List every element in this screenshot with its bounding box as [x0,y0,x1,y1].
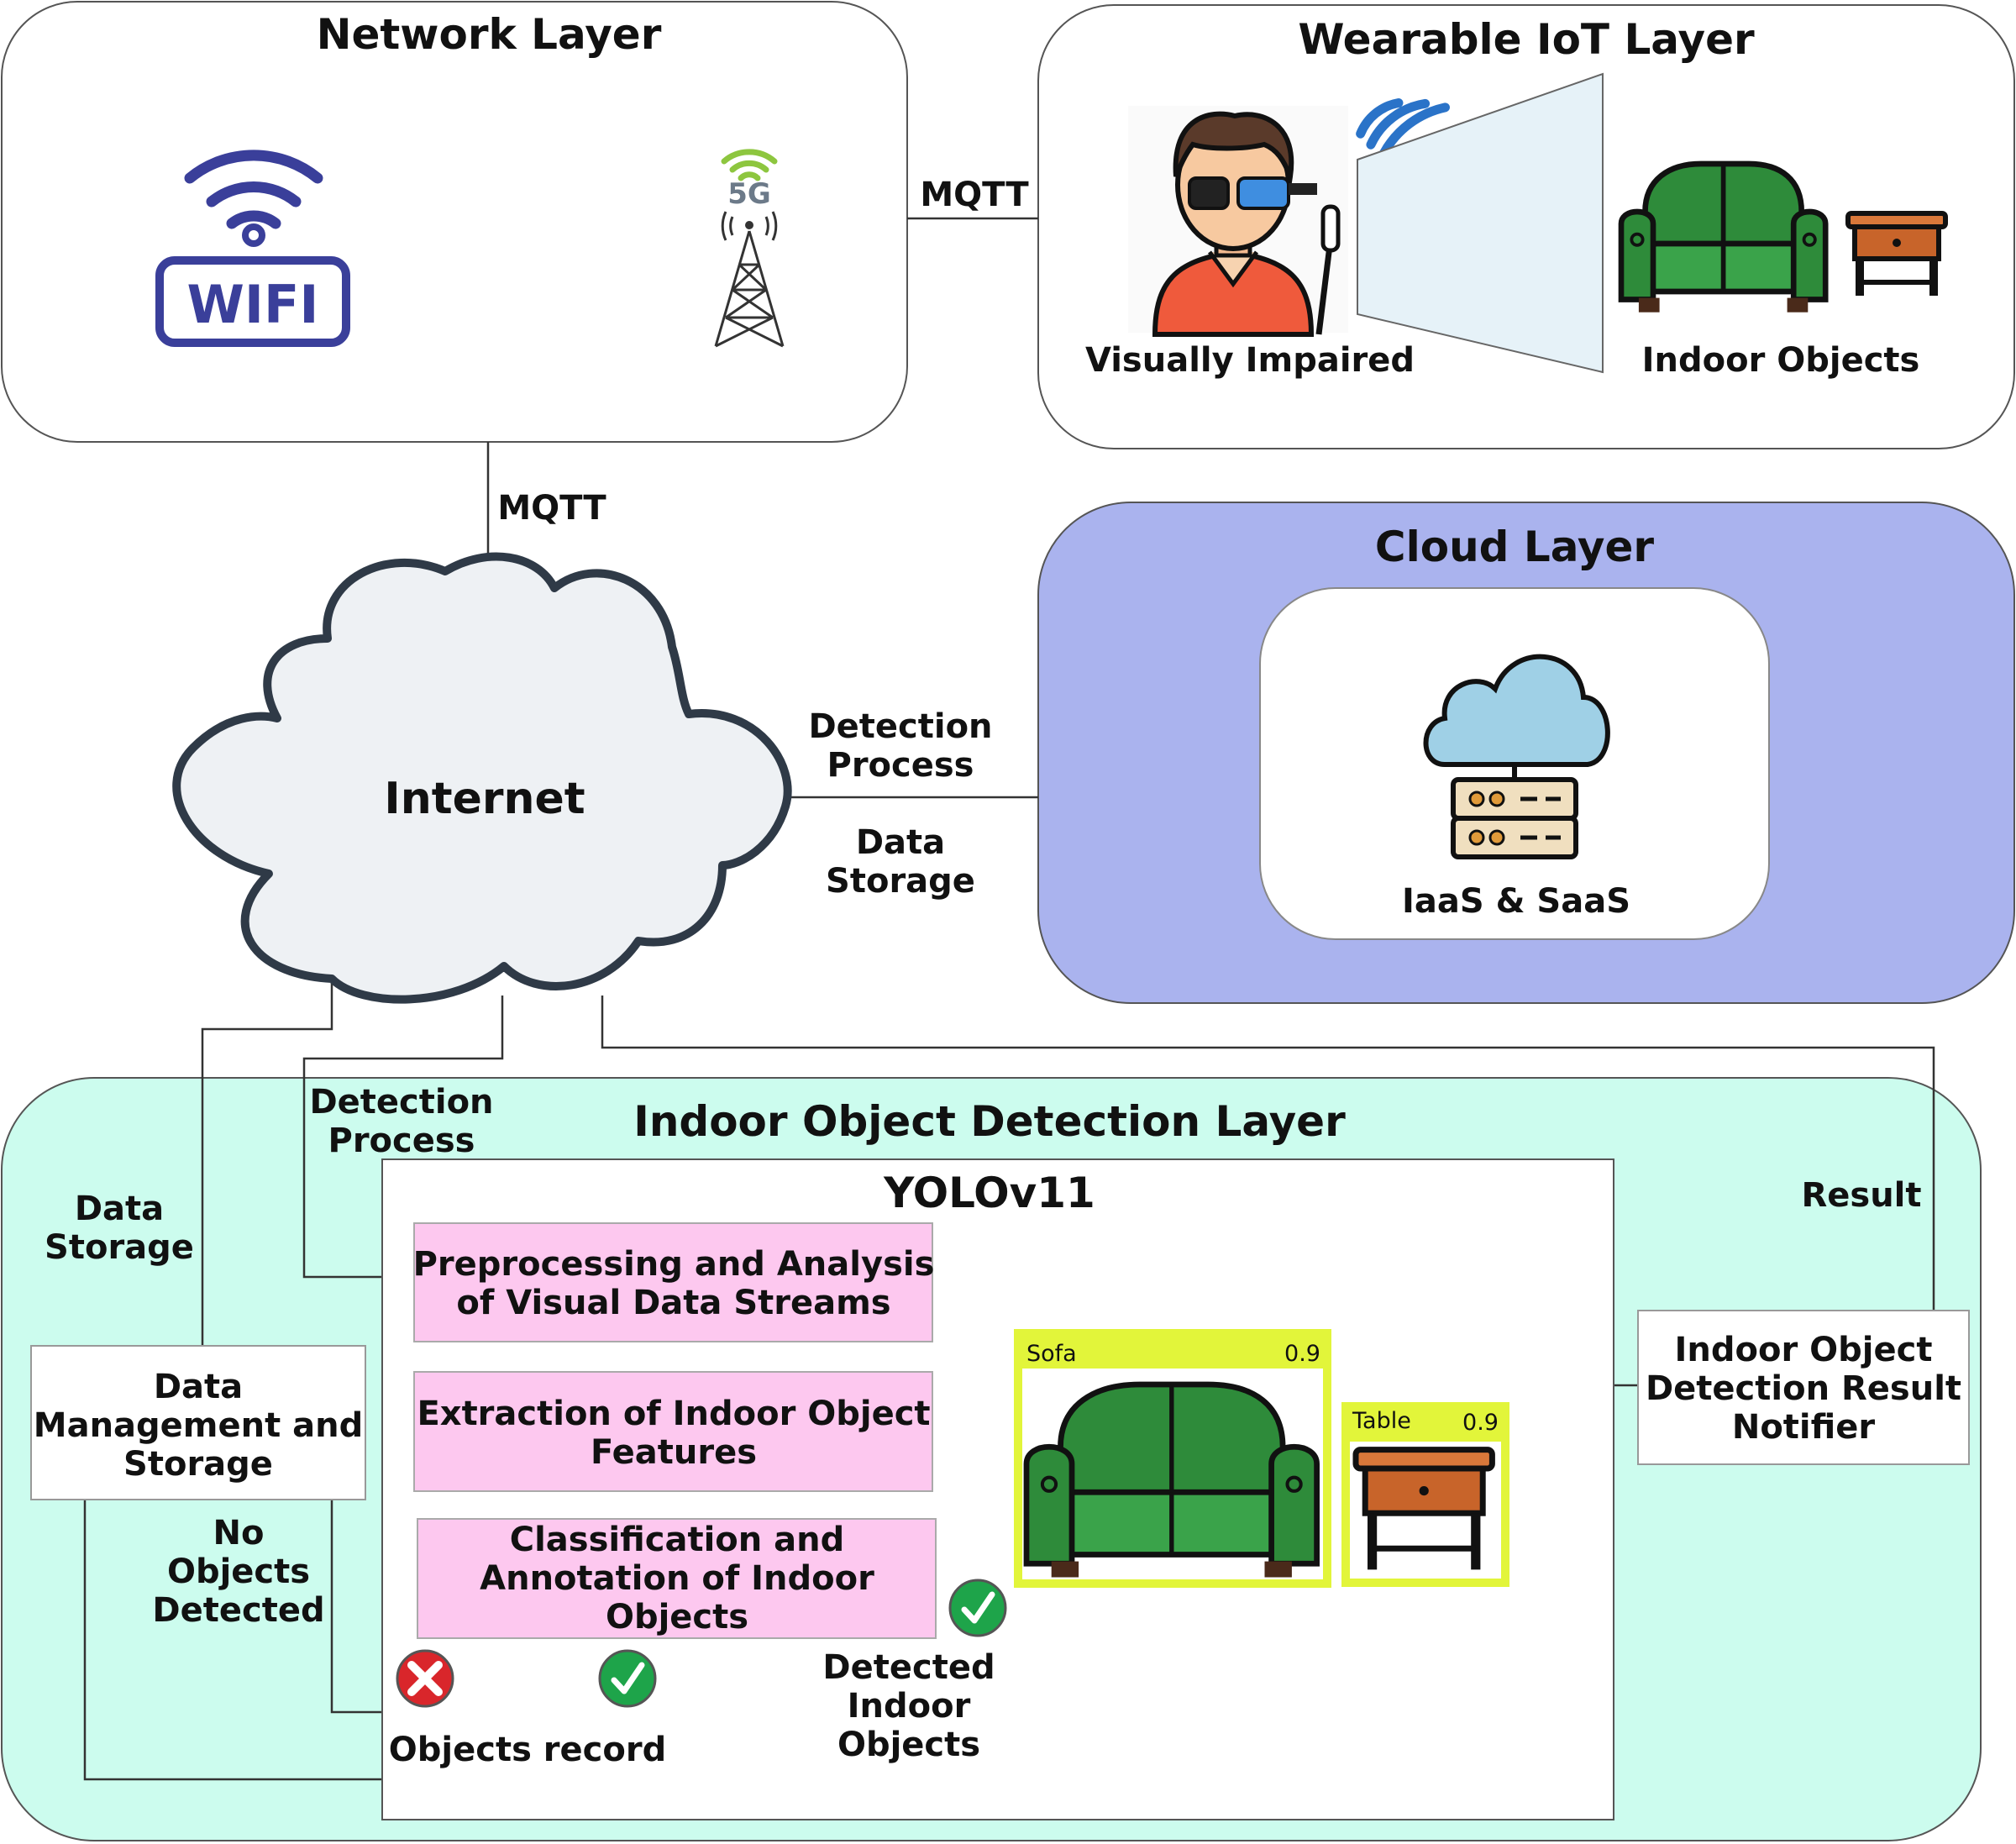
network-layer-panel [1,1,908,443]
detection-layer-title: Indoor Object Detection Layer [633,1097,1346,1146]
detection-process-label-bottom-1: Detection [309,1083,493,1122]
cloud-layer-title: Cloud Layer [1375,523,1655,571]
sofa-detection-score: 0.9 [1284,1341,1320,1367]
no-objects-line3: Detected [152,1591,324,1630]
detection-process-label-top-2: Process [827,746,974,785]
step-classification-box [417,1518,937,1639]
visually-impaired-label: Visually Impaired [1085,341,1415,380]
objects-record-label: Objects record [389,1731,666,1769]
notifier-line1: Indoor Object [1675,1331,1933,1369]
table-icon [1845,211,1948,296]
sofa-icon [1618,160,1829,313]
data-storage-label-top-1: Data [856,823,945,862]
step-extraction-box [413,1371,933,1492]
data-storage-label-bottom-2: Storage [45,1228,194,1267]
step-preprocessing-line1: Preprocessing and Analysis [413,1245,935,1284]
internet-cloud-shape [172,552,792,1004]
step-extraction-line2: Features [591,1433,757,1472]
indoor-objects-label: Indoor Objects [1642,341,1920,380]
fiveg-label: 5G [727,177,771,211]
table-detection-label: Table [1352,1408,1411,1434]
data-management-line3: Storage [123,1445,273,1484]
data-management-line1: Data [154,1368,243,1406]
table-detection-score: 0.9 [1462,1410,1499,1436]
mqtt-label-top: MQTT [920,176,1029,214]
cloud-server-icon [1423,654,1610,859]
cell-tower-5g-icon: 5G [714,149,785,348]
wearable-layer-title: Wearable IoT Layer [1298,15,1755,64]
check-icon-detected [948,1579,1007,1637]
wifi-icon: WIFI [155,150,350,347]
table-detected-icon [1352,1447,1495,1570]
sofa-detection-box: Sofa 0.9 [1014,1329,1331,1588]
field-of-view-beam [1357,72,1604,374]
mqtt-label-left: MQTT [497,489,606,528]
detection-process-label-top-1: Detection [808,707,992,746]
step-classification-line1: Classification and [510,1521,845,1559]
detected-objects-line1: Detected [822,1648,995,1687]
data-management-line2: Management and [34,1406,363,1445]
step-classification-line2: Annotation of Indoor [480,1559,874,1598]
sofa-detected-icon [1023,1381,1320,1578]
detected-objects-line3: Objects [837,1726,980,1764]
no-objects-line2: Objects [167,1552,310,1591]
detection-process-label-bottom-2: Process [328,1122,475,1160]
network-layer-title: Network Layer [317,10,662,59]
detected-objects-line2: Indoor [848,1687,971,1726]
notifier-box [1637,1310,1970,1465]
step-extraction-line1: Extraction of Indoor Object [417,1395,930,1433]
result-label: Result [1801,1176,1921,1215]
step-classification-line3: Objects [606,1598,748,1636]
wifi-label: WIFI [187,274,319,335]
notifier-line3: Notifier [1732,1408,1876,1447]
check-icon-record [598,1649,657,1708]
data-management-box [30,1345,366,1500]
data-storage-label-bottom-1: Data [75,1190,164,1228]
data-storage-label-top-2: Storage [826,862,975,901]
iaas-saas-label: IaaS & SaaS [1402,882,1630,921]
error-x-icon [396,1649,454,1708]
yolo-title: YOLOv11 [883,1169,1095,1217]
table-detection-box: Table 0.9 [1341,1402,1509,1587]
sofa-detection-label: Sofa [1026,1341,1077,1367]
step-preprocessing-line2: of Visual Data Streams [456,1284,890,1322]
notifier-line2: Detection Result [1646,1369,1961,1408]
no-objects-line1: No [213,1514,265,1552]
person-with-smart-glasses-icon [1128,98,1450,337]
step-preprocessing-box [413,1222,933,1342]
internet-label: Internet [384,774,585,824]
